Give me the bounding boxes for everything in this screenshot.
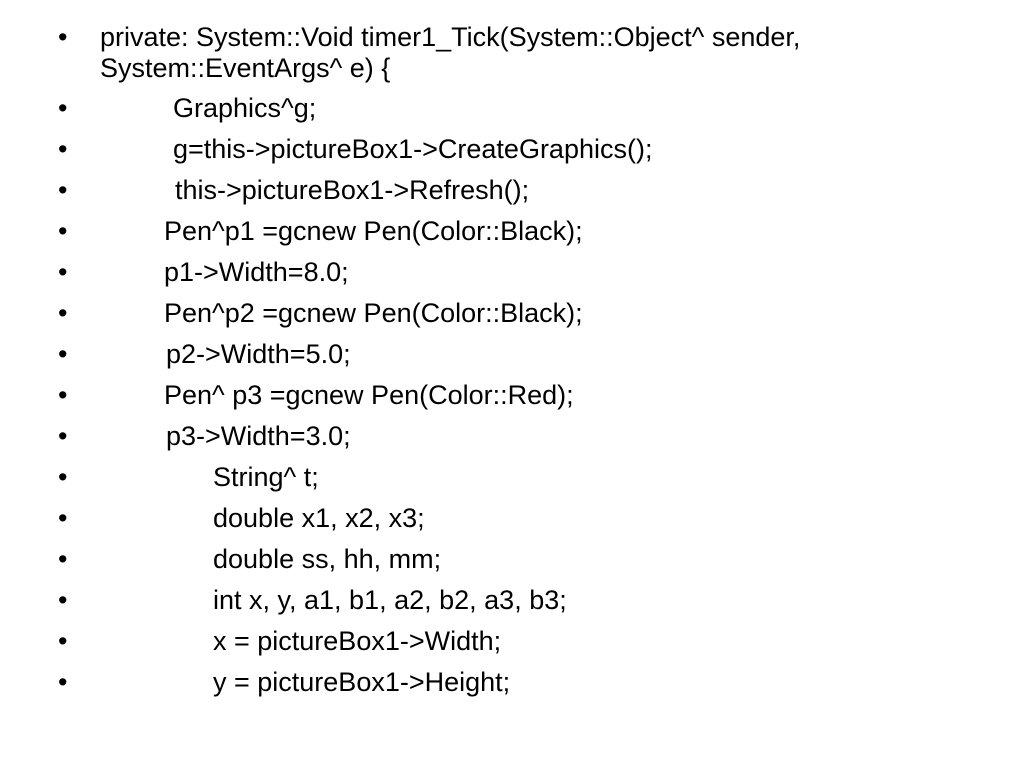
code-line-text: p3->Width=3.0;: [166, 421, 351, 451]
code-line-text: p2->Width=5.0;: [166, 339, 351, 369]
code-line-2: • Graphics^g;: [0, 93, 1024, 124]
bullet-icon: •: [58, 544, 68, 574]
code-line-text: private: System::Void timer1_Tick(System…: [100, 22, 801, 83]
code-line-text: y = pictureBox1->Height;: [213, 667, 511, 697]
code-line-11: • String^ t;: [0, 462, 1024, 493]
bullet-icon: •: [58, 339, 68, 369]
code-line-6: • p1->Width=8.0;: [0, 257, 1024, 288]
code-line-14: • int x, y, a1, b1, a2, b2, a3, b3;: [0, 585, 1024, 616]
bullet-icon: •: [58, 257, 68, 287]
code-line-text: double x1, x2, x3;: [213, 503, 425, 533]
bullet-icon: •: [58, 93, 68, 123]
code-line-text: Graphics^g;: [173, 93, 317, 123]
code-line-text: Pen^p2 =gcnew Pen(Color::Black);: [164, 298, 583, 328]
bullet-icon: •: [58, 175, 68, 205]
code-line-text: x = pictureBox1->Width;: [213, 626, 502, 656]
code-line-4: • this->pictureBox1->Refresh();: [0, 175, 1024, 206]
code-line-12: • double x1, x2, x3;: [0, 503, 1024, 534]
bullet-icon: •: [58, 667, 68, 697]
bullet-icon: •: [58, 503, 68, 533]
code-line-7: • Pen^p2 =gcnew Pen(Color::Black);: [0, 298, 1024, 329]
bullet-icon: •: [58, 462, 68, 492]
code-line-15: • x = pictureBox1->Width;: [0, 626, 1024, 657]
code-line-5: • Pen^p1 =gcnew Pen(Color::Black);: [0, 216, 1024, 247]
code-line-10: • p3->Width=3.0;: [0, 421, 1024, 452]
code-line-1: • private: System::Void timer1_Tick(Syst…: [0, 22, 1024, 84]
bullet-icon: •: [58, 216, 68, 246]
bullet-icon: •: [58, 134, 68, 164]
code-line-text: g=this->pictureBox1->CreateGraphics();: [173, 134, 653, 164]
code-line-13: • double ss, hh, mm;: [0, 544, 1024, 575]
code-line-text: int x, y, a1, b1, a2, b2, a3, b3;: [213, 585, 567, 615]
bullet-icon: •: [58, 380, 68, 410]
code-line-text: String^ t;: [213, 462, 319, 492]
code-line-8: • p2->Width=5.0;: [0, 339, 1024, 370]
bullet-icon: •: [58, 22, 68, 52]
bullet-icon: •: [58, 421, 68, 451]
code-line-3: • g=this->pictureBox1->CreateGraphics();: [0, 134, 1024, 165]
code-line-text: Pen^p1 =gcnew Pen(Color::Black);: [164, 216, 583, 246]
code-line-9: • Pen^ p3 =gcnew Pen(Color::Red);: [0, 380, 1024, 411]
code-line-16: • y = pictureBox1->Height;: [0, 667, 1024, 698]
code-bullet-list: • private: System::Void timer1_Tick(Syst…: [0, 22, 1024, 708]
bullet-icon: •: [58, 585, 68, 615]
code-line-text: p1->Width=8.0;: [164, 257, 349, 287]
bullet-icon: •: [58, 626, 68, 656]
code-line-text: Pen^ p3 =gcnew Pen(Color::Red);: [164, 380, 574, 410]
code-line-text: this->pictureBox1->Refresh();: [175, 175, 530, 205]
bullet-icon: •: [58, 298, 68, 328]
code-line-text: double ss, hh, mm;: [213, 544, 442, 574]
